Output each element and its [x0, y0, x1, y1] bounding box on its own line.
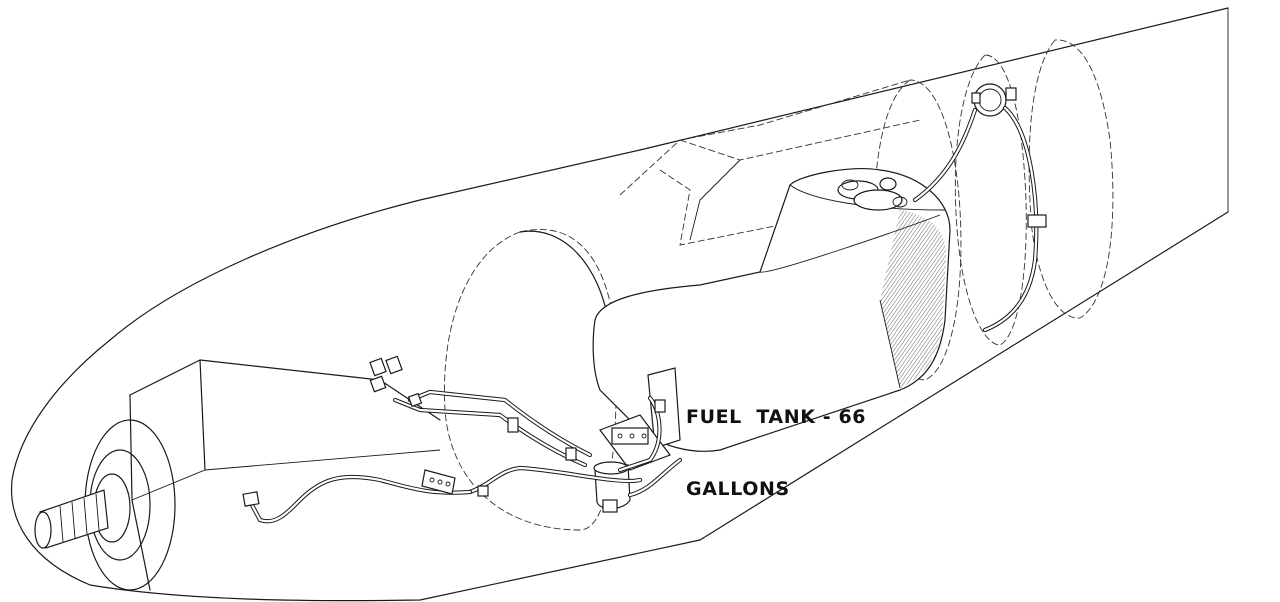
fuselage-outline: [10, 7, 1229, 602]
fuel-tank-label-line1: FUEL TANK - 66: [686, 406, 867, 428]
fuel-lines: [249, 389, 683, 524]
fuel-tank-label: FUEL TANK - 66 GALLONS: [686, 357, 866, 525]
fuel-tank-label-line2: GALLONS: [686, 478, 790, 500]
primer-block: [421, 469, 489, 497]
gauge-lines: [912, 105, 1047, 333]
fuel-gauge: [971, 83, 1017, 117]
engine-mount-box: [129, 359, 441, 591]
fuel-tank: [592, 168, 951, 452]
fuel-strainer: [593, 461, 631, 513]
tank-filler-fittings: [837, 177, 908, 211]
propeller-shaft: [34, 419, 176, 591]
forward-fittings: [242, 355, 423, 507]
line-clamps: [507, 399, 666, 461]
